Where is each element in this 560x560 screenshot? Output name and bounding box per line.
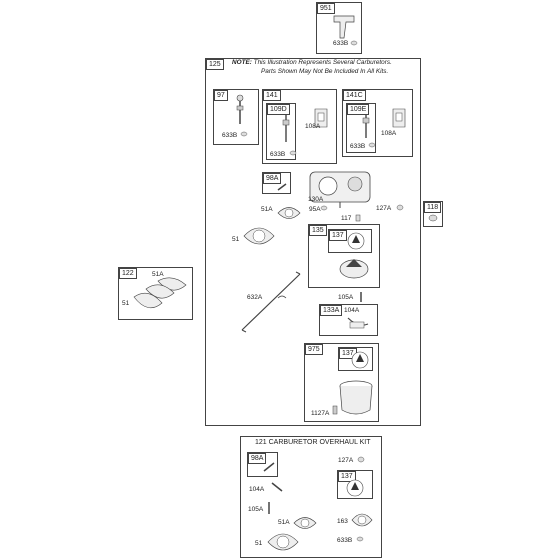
- part-98a-ref: 98A: [263, 173, 282, 184]
- kit-127a-label: 127A: [338, 457, 354, 464]
- needle-valve-icon: [236, 94, 244, 124]
- washer-icon: [357, 456, 365, 463]
- pin-icon: [271, 482, 283, 492]
- plug-icon: [428, 214, 438, 222]
- float-pin-icon: [347, 317, 369, 329]
- note-bold: NOTE:: [232, 59, 252, 66]
- part-104a-label: 104A: [344, 307, 360, 314]
- part-122-ref: 122: [119, 268, 137, 279]
- part-133a-ref: 133A: [320, 305, 343, 316]
- kit-105a-label: 105A: [248, 506, 264, 513]
- part-97-sub: 633B: [222, 132, 238, 139]
- gasket-51a-icon: [293, 517, 317, 529]
- float-bowl-gasket-icon: [346, 479, 364, 497]
- part-95a-label: 95A: [309, 206, 321, 213]
- float-bowl-gasket-icon: [347, 232, 365, 250]
- part-135-ref: 135: [309, 225, 327, 236]
- part-118-ref: 118: [424, 202, 442, 213]
- part-951-ref: 951: [317, 3, 335, 14]
- needle-pin-icon: [360, 292, 362, 302]
- part-951-sub-label: 633B: [333, 40, 349, 47]
- washer-icon: [350, 40, 358, 46]
- float-icon: [339, 259, 369, 279]
- part-975-ref: 975: [305, 344, 323, 355]
- part-1127a-label: 1127A: [311, 410, 330, 417]
- kit-163-label: 163: [337, 518, 348, 525]
- part-141c-ref: 141C: [343, 90, 366, 101]
- part-97-ref: 97: [214, 90, 228, 101]
- float-bowl-icon: [339, 380, 373, 415]
- gasket-51a-icon: [277, 207, 301, 219]
- gasket-plate-icon: [392, 108, 406, 128]
- needle-icon: [362, 114, 370, 138]
- drain-screw-icon: [332, 405, 338, 415]
- washer-icon: [368, 142, 376, 148]
- kit-633b-label: 633B: [337, 537, 353, 544]
- part-109e-ref: 109E: [347, 104, 370, 115]
- part-141-ref: 141: [263, 90, 281, 101]
- kit-137-ref: 137: [338, 471, 356, 482]
- washer-icon: [396, 204, 404, 211]
- needle-icon: [282, 114, 290, 142]
- part-141-a-label: 108A: [305, 123, 321, 130]
- lever-icon: [333, 15, 355, 39]
- washer-icon: [320, 205, 328, 211]
- kit-104a-label: 104A: [249, 486, 265, 493]
- carburetor-body-icon: [309, 171, 371, 208]
- part-122-51-label: 51: [122, 300, 130, 307]
- overhaul-kit-title: 121 CARBURETOR OVERHAUL KIT: [255, 439, 371, 446]
- float-bowl-gasket-icon: [351, 351, 369, 369]
- kit-98a-ref: 98A: [248, 453, 267, 464]
- kit-51-label: 51: [255, 540, 263, 547]
- part-117-label: 117: [341, 215, 352, 222]
- washer-icon: [289, 150, 297, 156]
- part-141c-b-label: 633B: [350, 143, 366, 150]
- gasket-plate-icon: [314, 108, 328, 128]
- part-97-box: [213, 89, 259, 145]
- part-105a-label: 105A: [338, 294, 354, 301]
- washer-icon: [240, 131, 248, 137]
- part-127a-label: 127A: [376, 205, 392, 212]
- note-line2: Parts Shown May Not Be Included In All K…: [261, 67, 389, 75]
- part-141-b-label: 633B: [270, 151, 286, 158]
- part-632a-label: 632A: [247, 294, 263, 301]
- main-note: NOTE: This Illustration Represents Sever…: [232, 59, 392, 76]
- part-51a-label: 51A: [261, 206, 273, 213]
- part-51-label: 51: [232, 236, 240, 243]
- part-122-51a-label: 51A: [152, 271, 164, 278]
- gasket-51-icon: [243, 227, 275, 245]
- part-137-ref: 137: [329, 230, 347, 241]
- part-130a-label: 130A: [308, 196, 324, 203]
- gasket-51-icon: [267, 533, 299, 551]
- needle-pin-icon: [268, 502, 270, 514]
- part-141c-a-label: 108A: [381, 130, 397, 137]
- plug-icon: [355, 214, 361, 222]
- gasket-163-icon: [351, 513, 373, 527]
- screw-icon: [263, 462, 275, 472]
- screw-icon: [277, 183, 287, 191]
- main-ref-125: 125: [206, 59, 224, 70]
- washer-icon: [356, 536, 364, 542]
- part-109d-ref: 109D: [267, 104, 290, 115]
- gasket-stack-icon: [133, 277, 187, 309]
- governor-link-icon: [241, 271, 301, 333]
- kit-51a-label: 51A: [278, 519, 290, 526]
- note-line1: This Illustration Represents Several Car…: [253, 59, 392, 66]
